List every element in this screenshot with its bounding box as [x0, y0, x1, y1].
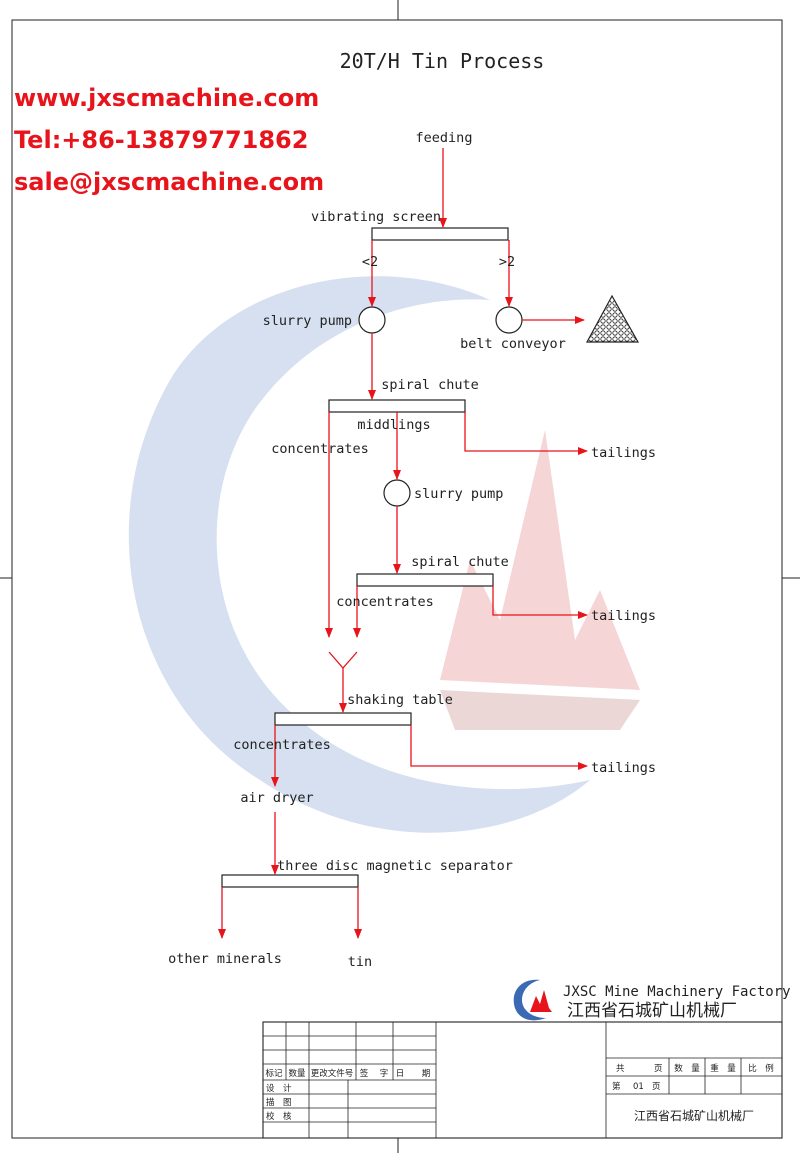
company-name-cn: 江西省石城矿山机械厂 [567, 1001, 737, 1021]
label-spiral-chute-1: spiral chute [381, 377, 479, 393]
tb-pages: 页 [654, 1064, 663, 1074]
company-name-en: JXSC Mine Machinery Factory [563, 984, 791, 1000]
label-spiral-chute-2: spiral chute [411, 554, 509, 570]
spiral-chute-1-box [328, 399, 466, 413]
stockpile-icon [585, 294, 640, 343]
magnetic-separator-box [221, 874, 359, 888]
shaking-table-box [274, 712, 412, 726]
tb-header-2: 更改文件号 [311, 1068, 354, 1079]
label-concentrates-3: concentrates [233, 737, 331, 753]
label-tailings-1: tailings [591, 445, 656, 461]
label-vibrating-screen: vibrating screen [311, 209, 441, 225]
tb-scale: 比 例 [748, 1063, 774, 1074]
tb-header-5: 日 [396, 1069, 405, 1079]
label-belt-conveyor: belt conveyor [460, 336, 566, 352]
label-shaking-table: shaking table [347, 692, 453, 708]
tb-header-3: 签 [360, 1068, 369, 1079]
tb-weight: 重 量 [710, 1063, 736, 1074]
label-slurry-pump-2: slurry pump [414, 486, 503, 502]
contact-phone[interactable]: Tel:+86-13879771862 [14, 126, 308, 154]
tb-total: 共 [616, 1064, 625, 1074]
tb-header-6: 期 [422, 1069, 431, 1079]
tb-sheet-number: 01 [633, 1082, 644, 1092]
tb-header-0: 标记 [265, 1068, 283, 1079]
label-magnetic-separator: three disc magnetic separator [277, 858, 513, 874]
label-other-minerals: other minerals [168, 951, 282, 967]
slurry-pump-2-symbol [383, 479, 411, 507]
label-slurry-pump-1: slurry pump [263, 313, 352, 329]
label-tailings-2: tailings [591, 608, 656, 624]
tb-sheet-unit: 页 [652, 1082, 661, 1092]
tb-row-trace: 描 图 [266, 1097, 292, 1108]
tb-sheet-label: 第 [612, 1081, 621, 1092]
tb-row-check: 校 核 [266, 1111, 292, 1122]
label-concentrates-1: concentrates [271, 441, 369, 457]
tb-row-design: 设 计 [266, 1083, 292, 1094]
label-middlings: middlings [357, 417, 430, 433]
watermark-logo [128, 276, 640, 833]
tb-header-4: 字 [380, 1068, 389, 1079]
label-tin: tin [348, 954, 372, 970]
belt-conveyor-symbol [495, 306, 523, 334]
contact-email[interactable]: sale@jxscmachine.com [14, 168, 324, 196]
spiral-chute-2-box [356, 573, 494, 587]
company-logo [513, 979, 552, 1021]
tb-quantity: 数 量 [674, 1063, 700, 1074]
title-block [262, 1021, 783, 1139]
vibrating-screen-box [371, 227, 509, 241]
label-concentrates-2: concentrates [336, 594, 434, 610]
flow-lines [218, 148, 588, 939]
label-lt2: <2 [362, 254, 378, 270]
label-gt2: >2 [499, 254, 515, 270]
tb-header-1: 数量 [288, 1068, 306, 1079]
label-tailings-3: tailings [591, 760, 656, 776]
tb-company-cn: 江西省石城矿山机械厂 [634, 1108, 754, 1123]
label-feeding: feeding [416, 130, 473, 146]
label-air-dryer: air dryer [240, 790, 313, 806]
contact-website[interactable]: www.jxscmachine.com [14, 84, 319, 112]
slurry-pump-1-symbol [358, 306, 386, 334]
page-title: 20T/H Tin Process [340, 49, 545, 73]
